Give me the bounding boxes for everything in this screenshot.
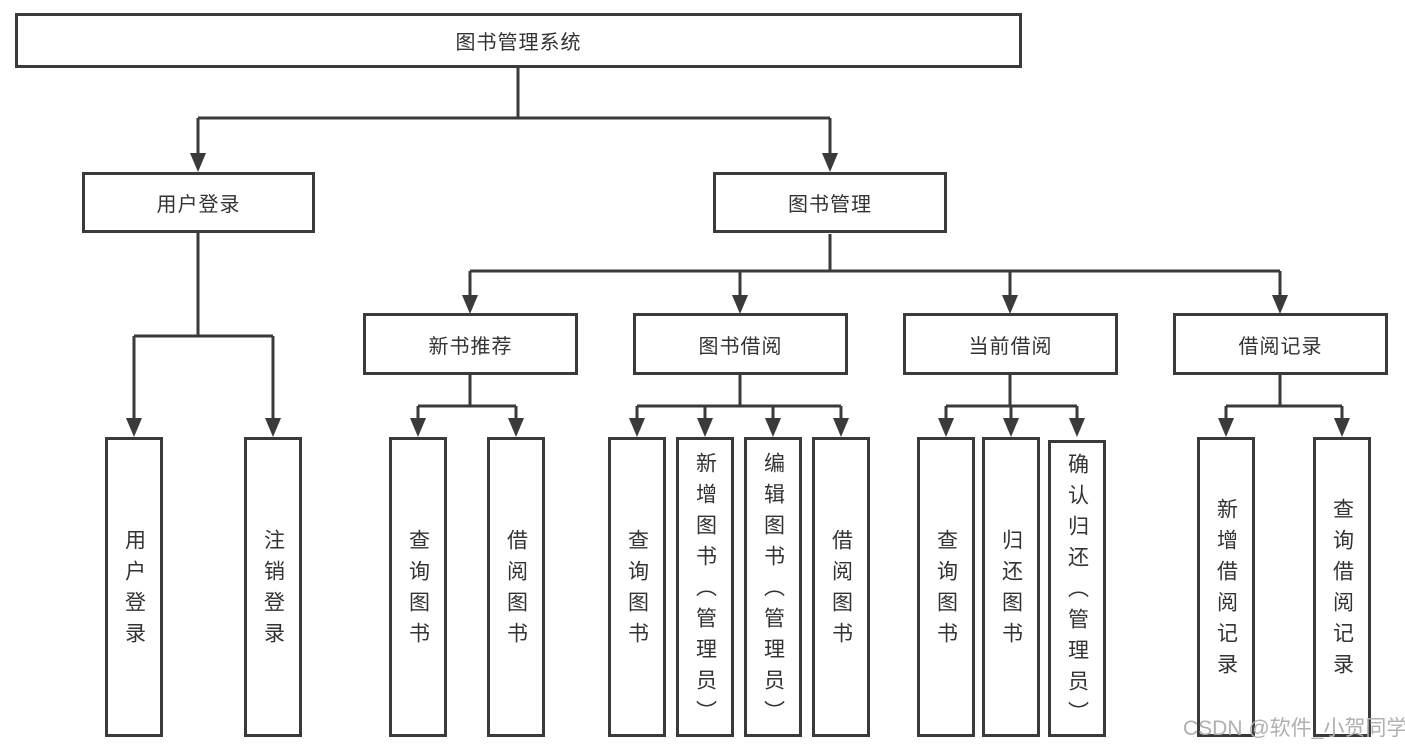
node-label: 图书管理 — [788, 194, 872, 216]
node-label: 图书借阅 — [698, 335, 783, 358]
node-book-borrow: 图书借阅 — [633, 313, 848, 375]
leaf-label: 用户登录 — [122, 529, 146, 653]
leaf-label: 新增借阅记录 — [1214, 498, 1238, 684]
leaf-label: 注销登录 — [261, 529, 285, 653]
leaf-label: 借阅图书 — [829, 529, 853, 653]
node-root-system: 图书管理系统 — [15, 13, 1022, 68]
arrowheads — [126, 153, 1350, 437]
node-borrow-records: 借阅记录 — [1173, 313, 1388, 375]
leaf-query-books-borrow: 查询图书 — [608, 437, 666, 737]
leaf-label: 新增图书（管理员） — [693, 451, 717, 731]
leaf-label: 查询借阅记录 — [1330, 498, 1354, 684]
leaf-label: 查询图书 — [625, 529, 649, 653]
node-new-book-recommend: 新书推荐 — [363, 313, 578, 375]
leaf-confirm-return-admin: 确认归还（管理员） — [1048, 440, 1106, 737]
leaf-edit-books-admin: 编辑图书（管理员） — [744, 437, 802, 737]
leaf-query-books-current: 查询图书 — [917, 437, 975, 737]
leaf-borrow-books-borrow: 借阅图书 — [812, 437, 870, 737]
csdn-watermark: CSDN @软件_小贺同学 — [1183, 717, 1405, 740]
node-current-borrow: 当前借阅 — [903, 313, 1118, 375]
leaf-return-books: 归还图书 — [982, 437, 1040, 737]
leaf-query-borrow-record: 查询借阅记录 — [1313, 437, 1371, 737]
leaf-label: 查询图书 — [406, 529, 430, 653]
leaf-query-books-recommend: 查询图书 — [389, 437, 447, 737]
leaf-label: 借阅图书 — [504, 529, 528, 653]
node-user-login-branch: 用户登录 — [82, 172, 315, 233]
node-label: 新书推荐 — [428, 335, 513, 358]
leaf-add-books-admin: 新增图书（管理员） — [676, 437, 734, 737]
leaf-label: 归还图书 — [999, 529, 1023, 653]
node-label: 用户登录 — [156, 194, 241, 216]
node-book-management-branch: 图书管理 — [713, 172, 947, 233]
leaf-add-borrow-record: 新增借阅记录 — [1197, 437, 1255, 737]
leaf-borrow-books-recommend: 借阅图书 — [487, 437, 545, 737]
leaf-logout-login: 注销登录 — [244, 437, 302, 737]
leaf-user-login: 用户登录 — [105, 437, 163, 737]
leaf-label: 确认归还（管理员） — [1065, 453, 1089, 732]
node-root-label: 图书管理系统 — [455, 32, 582, 54]
leaf-label: 查询图书 — [934, 529, 958, 653]
node-label: 当前借阅 — [968, 335, 1053, 358]
node-label: 借阅记录 — [1238, 335, 1323, 358]
leaf-label: 编辑图书（管理员） — [761, 451, 785, 731]
